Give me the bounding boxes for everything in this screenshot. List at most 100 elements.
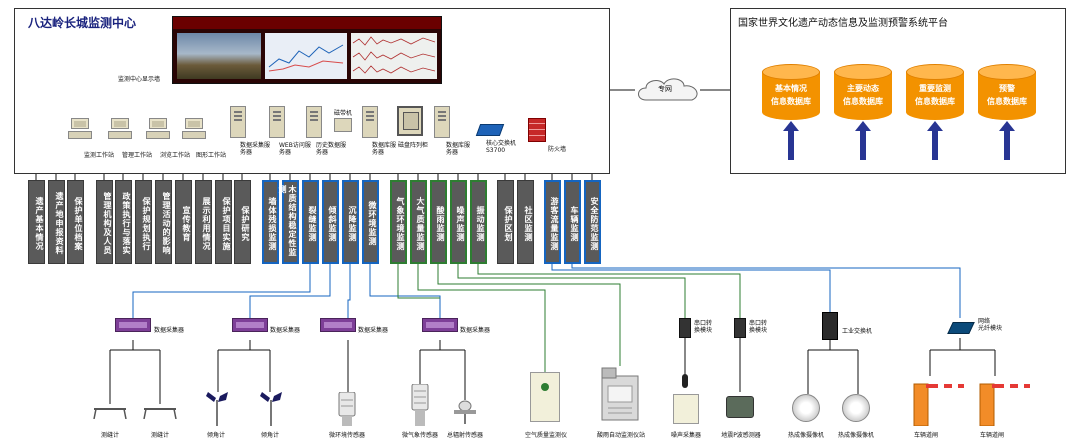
upload-arrow [855,121,871,160]
category-column: 木质结构稳定性监测 [278,180,299,264]
category-column: 保护区划 [497,180,514,264]
serial-converter [734,318,746,338]
air-quality-monitor [530,372,560,422]
category-column: 保护规划执行 [135,180,152,264]
database-key-monitoring: 重要监测信息数据库 [906,64,964,120]
converter-label: 串口转换模块 [694,320,713,334]
category-column: 墙体残损监测 [262,180,279,264]
cloud-icon [638,78,698,101]
category-column: 气象环境监测 [390,180,407,264]
crack-gauge [142,404,178,420]
database-basic-info: 基本情况信息数据库 [762,64,820,120]
converter-label: 串口转换模块 [749,320,768,334]
wall-panel-photo [177,33,261,79]
sensor-label: 热成像摄像机 [787,432,824,439]
category-column: 遗产地申报资料 [48,180,65,264]
collector-label: 数据采集器 [270,327,301,334]
national-platform-title: 国家世界文化遗产动态信息及监测预警系统平台 [738,18,948,29]
collector-label: 数据采集器 [358,327,389,334]
sensor-label: 车辆道闸 [979,432,1004,439]
category-column: 保护项目实施 [215,180,232,264]
display-wall [172,16,442,84]
server-label: WEB访问服务器 [279,142,311,156]
web-access-server [269,106,285,138]
vehicle-gate [908,376,964,427]
sensor-label: 地震P波感测器 [721,432,761,439]
sensor-label: 倾角计 [206,432,225,439]
wall-panel-chart [265,33,347,79]
category-column: 管理活动的影响 [155,180,172,264]
category-column: 游客流量监测 [544,180,561,264]
industrial-switch-label: 工业交换机 [842,328,873,335]
category-column: 安全防范监测 [584,180,601,264]
category-column: 大气质量监测 [410,180,427,264]
data-collector [115,318,151,332]
category-column: 政策执行与落实 [115,180,132,264]
sensor-label: 总辐射传感器 [446,432,483,439]
wall-panel-waveform [351,33,437,79]
server-label: 历史数据服务器 [316,142,347,156]
category-column: 裂缝监测 [302,180,319,264]
micro-environment-sensor [336,391,358,426]
sensor-label: 车辆道闸 [913,432,938,439]
workstation-label: 管理工作站 [122,152,153,159]
server-label: 数据库服务器 [446,142,471,156]
upload-arrow [927,121,943,160]
history-data-server [306,106,322,138]
category-column: 倾斜监测 [322,180,339,264]
category-column: 车辆监测 [564,180,581,264]
data-collector [422,318,458,332]
collector-label: 数据采集器 [460,327,491,334]
sensor-label: 微气象传感器 [401,432,438,439]
category-column: 振动监测 [470,180,487,264]
collector-label: 数据采集器 [154,327,185,334]
thermal-camera [842,394,870,422]
sensor-label: 微环境传感器 [328,432,365,439]
sensor-label: 热成像摄像机 [837,432,874,439]
seismic-sensor [726,396,754,418]
sensor-label: 酸雨自动监测仪站 [596,432,645,439]
data-collector [232,318,268,332]
tape-drive-label: 磁带机 [334,110,353,117]
data-collector [320,318,356,332]
sensor-label: 测缝计 [100,432,119,439]
database-server [362,106,378,138]
serial-converter [679,318,691,338]
server-label: 数据库服务器 [372,142,397,156]
database-main-dynamics: 主要动态信息数据库 [834,64,892,120]
category-column: 展示利用情况 [195,180,212,264]
upload-arrow [783,121,799,160]
workstation-graphics [182,118,206,140]
vehicle-gate [974,376,1030,427]
core-switch-label: 核心交换机S3700 [486,140,517,154]
micro-weather-sensor [408,383,432,426]
workstation-browse [146,118,170,140]
firewall-label: 防火墙 [548,146,567,153]
wall-header-bar [173,17,441,29]
category-column: 酸雨监测 [430,180,447,264]
disk-array-label: 磁盘阵列柜 [398,142,429,149]
server-label: 数据采集服务器 [240,142,271,156]
category-column: 遗产基本情况 [28,180,45,264]
category-column: 微环境监测 [362,180,379,264]
acid-rain-monitor [598,366,642,422]
database-early-warning: 预警信息数据库 [978,64,1036,120]
radiation-sensor [452,400,478,424]
fiber-module-label: 网络光纤模块 [978,318,1003,332]
industrial-switch [822,312,838,340]
database-server [434,106,450,138]
display-wall-label: 监测中心显示墙 [118,76,161,83]
sensor-label: 倾角计 [260,432,279,439]
core-switch [475,124,505,136]
noise-collector [673,394,699,424]
workstation-label: 图形工作站 [196,152,227,159]
upload-arrow [999,121,1015,160]
category-column: 社区监测 [517,180,534,264]
workstation-management [108,118,132,140]
thermal-camera [792,394,820,422]
sensor-label: 测缝计 [150,432,169,439]
workstation-label: 浏览工作站 [160,152,191,159]
category-column: 沉降监测 [342,180,359,264]
tilt-meter [204,392,230,426]
sensor-label: 噪声采集器 [670,432,701,439]
